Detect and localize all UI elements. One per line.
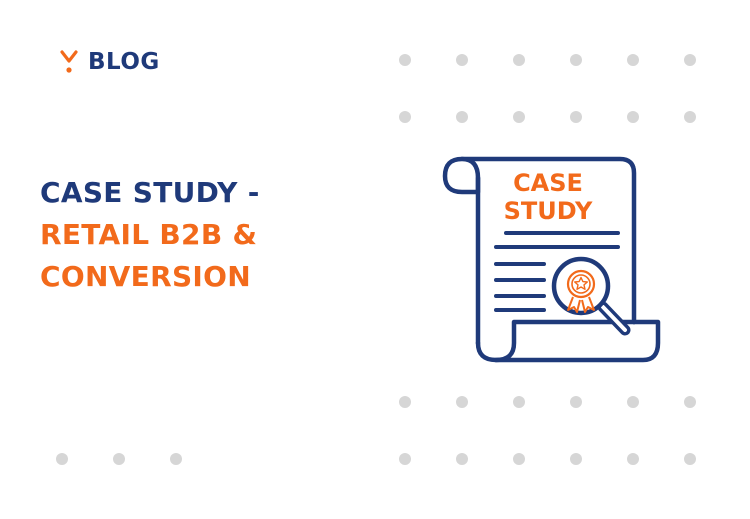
decor-dot	[399, 453, 411, 465]
case-study-illustration: CASE STUDY	[440, 150, 665, 370]
illustration-title-line-1: CASE	[513, 169, 583, 197]
decor-dot	[627, 54, 639, 66]
y-logo-icon	[60, 50, 78, 73]
decor-dot	[513, 396, 525, 408]
decor-dot	[627, 111, 639, 123]
award-badge-icon	[566, 269, 596, 313]
decor-dot	[513, 54, 525, 66]
decor-dot	[56, 453, 68, 465]
decor-dot	[513, 111, 525, 123]
decor-dot	[684, 111, 696, 123]
title-line-3: CONVERSION	[40, 260, 251, 293]
decor-dot	[570, 54, 582, 66]
decor-dot	[456, 453, 468, 465]
case-study-document-icon: CASE STUDY	[442, 156, 661, 363]
decor-dot	[627, 396, 639, 408]
decor-dot	[456, 111, 468, 123]
decor-dot	[684, 396, 696, 408]
title-line-2: RETAIL B2B &	[40, 218, 258, 251]
decor-dot	[399, 54, 411, 66]
decor-dot	[399, 396, 411, 408]
decor-dot	[570, 396, 582, 408]
brand-logo[interactable]: BLOG	[60, 49, 160, 75]
illustration-title-line-2: STUDY	[504, 197, 593, 225]
decor-dot	[627, 453, 639, 465]
decor-dot	[684, 54, 696, 66]
decor-dot	[570, 111, 582, 123]
decor-dot	[170, 453, 182, 465]
decor-dot	[456, 54, 468, 66]
blog-label: BLOG	[88, 49, 160, 75]
decor-dot	[513, 453, 525, 465]
decor-dot	[456, 396, 468, 408]
decor-dot	[570, 453, 582, 465]
page-title: CASE STUDY - RETAIL B2B & CONVERSION	[40, 172, 260, 298]
decor-dot	[399, 111, 411, 123]
decor-dot	[113, 453, 125, 465]
title-line-1: CASE STUDY -	[40, 176, 260, 209]
decor-dot	[684, 453, 696, 465]
